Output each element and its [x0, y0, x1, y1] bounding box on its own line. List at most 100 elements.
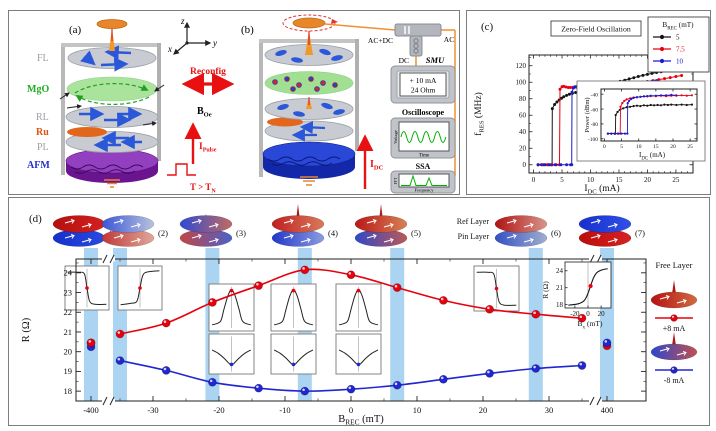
- panel-c-inset-xtick: 25: [687, 144, 693, 150]
- i-dc-label: IDC: [370, 159, 384, 172]
- hysteresis-sketch-sdown: [64, 265, 110, 311]
- panel-d-inset-ytick: 24: [556, 267, 564, 275]
- data-point-marker: [392, 283, 402, 292]
- data-point-marker: [439, 296, 448, 305]
- oscilloscope-instrument: Voltage Time: [390, 117, 456, 159]
- panel-c-ytick: 20: [519, 145, 527, 153]
- panel-c-title-box: [550, 20, 642, 37]
- panel-c-legend-label: 5: [676, 33, 680, 41]
- oscilloscope-label: Oscilloscope: [402, 108, 445, 117]
- panel-d-xtick: 30: [545, 405, 554, 415]
- panel-d-xtick: 20: [479, 405, 488, 415]
- state-number-label: (7): [635, 228, 645, 238]
- panel-d-ytick: 18: [64, 386, 73, 396]
- label-afm: AFM: [27, 160, 50, 171]
- top-contact-b: [282, 14, 338, 32]
- smu-resistance-readout: 24 Ohm: [411, 86, 436, 95]
- data-point-marker: [208, 298, 217, 307]
- hysteresis-sketch-valley: [208, 333, 255, 375]
- panel-d-inset-xlabel: Bx (mT): [578, 319, 603, 330]
- data-point-marker: [300, 265, 310, 275]
- panel-c-inset-xtick: 15: [653, 144, 659, 150]
- reference-layer-disk-b: [264, 97, 354, 120]
- panel-c-legend-label: 7.5: [676, 45, 685, 53]
- panel-d-xtick: 10: [413, 405, 422, 415]
- panel-c-tag: (c): [481, 21, 494, 33]
- data-point-marker: [254, 281, 263, 290]
- panel-c-inset-xtick: 0: [603, 144, 606, 150]
- data-point-marker: [161, 366, 171, 375]
- panel-b-tag: (b): [241, 24, 254, 36]
- temperature-label: T > TN: [190, 182, 216, 194]
- data-point-marker: [602, 338, 612, 348]
- panel-d-xtick: -20: [213, 405, 224, 415]
- panel-a-tag: (a): [69, 24, 82, 36]
- panel-d-ytick: 22: [64, 307, 73, 317]
- panel-c-xtick: 20: [644, 176, 652, 184]
- panel-d-inset-xtick: 20: [598, 310, 606, 318]
- osc-x-axis-label: Time: [419, 154, 430, 159]
- panel-c-legend-entry: 5: [653, 33, 680, 41]
- panel-c-inset-ylabel: Power (dBm): [584, 97, 591, 132]
- top-contact-probe: [96, 19, 128, 51]
- bias-tee: [394, 23, 442, 57]
- mgo-barrier-disk-b: [264, 71, 354, 95]
- panel-c-inset-ytick: -100: [588, 137, 598, 143]
- panel-c-xtick: 5: [560, 176, 564, 184]
- data-point-marker: [115, 356, 125, 365]
- data-point-marker: [115, 329, 125, 339]
- highlight-band: [528, 248, 543, 401]
- panel-d-xtick: -30: [147, 405, 158, 415]
- panel-c-ytick: 0: [523, 161, 527, 169]
- panel-d-legend-entry: -8 mA: [650, 332, 698, 385]
- panel-d-xtick: 0: [349, 405, 353, 415]
- panel-c-inset-series-10: [606, 93, 678, 135]
- panel-c-ytick: 60: [519, 112, 527, 120]
- ru-spacer-wedge: [67, 127, 107, 137]
- panel-d-xtick: -400: [83, 405, 99, 415]
- axis-break-icon: [589, 396, 602, 406]
- magnetic-state-disks: [578, 215, 632, 247]
- panel-d-series-plus8: [86, 265, 612, 351]
- panel-d-ytick: 21: [64, 327, 73, 337]
- data-point-marker: [254, 383, 263, 393]
- smu-current-readout: + 10 mA: [410, 76, 437, 85]
- panel-c-inset-ytick: -40: [591, 93, 599, 99]
- data-point-marker: [208, 377, 217, 387]
- panel-c-ytick: 80: [519, 95, 527, 103]
- mgo-barrier-disk: [59, 76, 165, 105]
- panel-c-xtick: 25: [672, 176, 680, 184]
- axis-break-icon: [102, 396, 115, 406]
- hysteresis-sketch-peak: [335, 283, 382, 332]
- panel-a: (a): [27, 16, 235, 194]
- panel-c-legend-entry: 10: [653, 57, 684, 65]
- panel-c-legend-title: BREC (mT): [662, 21, 694, 31]
- panel-ab-frame: (a): [8, 10, 460, 195]
- label-mgo: MgO: [27, 84, 49, 95]
- panel-c-legend-label: 10: [676, 57, 684, 65]
- label-ru: Ru: [36, 127, 49, 138]
- pulse-waveform-icon: [167, 163, 196, 176]
- data-point-marker: [670, 314, 678, 322]
- panel-c-inset-series-5: [606, 103, 693, 135]
- panel-c-ytick: 40: [519, 128, 527, 136]
- magnetic-state-disks: [271, 204, 325, 247]
- panel-d-inset-ytick: 21: [556, 284, 564, 292]
- magnetic-state-disks: [52, 215, 106, 247]
- hysteresis-sketch-peak: [270, 283, 317, 332]
- legend-current-label: +8 mA: [663, 324, 686, 333]
- panel-c-inset-axes-frame: [600, 88, 698, 142]
- b-oe-label: BOe: [197, 106, 212, 119]
- free-layer-label: Free Layer: [655, 260, 692, 270]
- panel-b: (b): [241, 14, 456, 194]
- data-point-marker: [300, 386, 310, 396]
- legend-current-label: -8 mA: [664, 376, 685, 385]
- data-point-marker: [392, 380, 402, 390]
- state-number-label: (5): [411, 228, 421, 238]
- panel-c-inset-xtick: 10: [636, 144, 642, 150]
- panel-c-inset-ytick: -60: [591, 107, 599, 113]
- panel-c-inset-ytick: -80: [591, 122, 599, 128]
- panel-c-inset-xtick: 20: [670, 144, 676, 150]
